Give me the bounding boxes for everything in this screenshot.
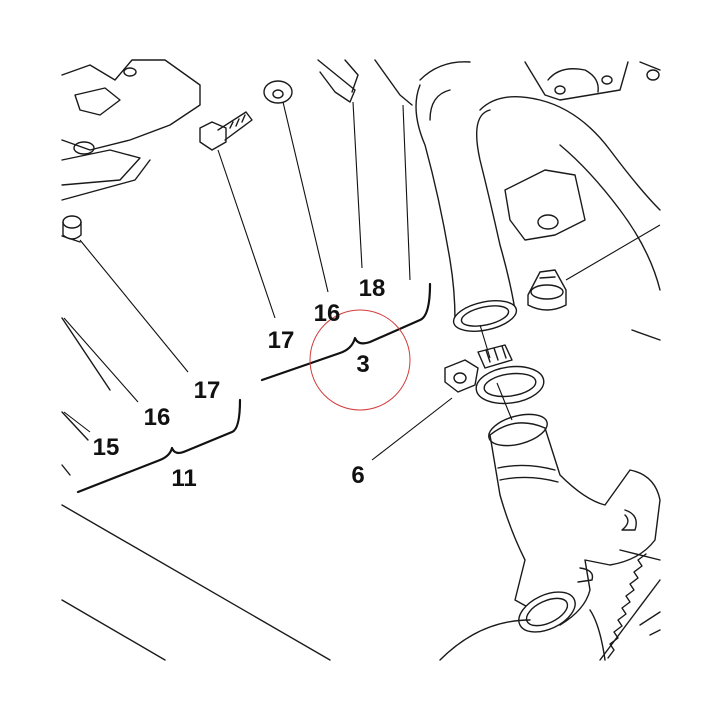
callout-17-left: 17 xyxy=(194,377,221,404)
upper-left-housing-part xyxy=(61,59,201,201)
lower-y-hose-part xyxy=(488,413,661,633)
callout-3: 3 xyxy=(356,351,369,378)
left-bolt-part xyxy=(61,215,82,243)
leader-6 xyxy=(371,397,453,461)
lower-right-housing-part xyxy=(439,549,661,661)
frame-lines-part xyxy=(61,317,331,661)
callout-17-mid: 17 xyxy=(268,327,295,354)
callout-16-left: 16 xyxy=(144,404,171,431)
leader-17-left xyxy=(79,239,189,373)
callout-15: 15 xyxy=(93,434,120,461)
leader-cap xyxy=(565,224,661,281)
callout-6: 6 xyxy=(351,462,364,489)
leader-16-mid xyxy=(282,101,329,293)
engine-block-part xyxy=(317,59,471,121)
hose-clamp-part xyxy=(444,344,545,405)
leader-lines xyxy=(63,101,661,461)
callout-11: 11 xyxy=(171,465,196,492)
leader-clamp-top xyxy=(479,324,491,359)
callout-16-mid: 16 xyxy=(314,300,341,327)
callout-18: 18 xyxy=(359,275,386,302)
highlight-circle xyxy=(309,309,411,411)
leader-15 xyxy=(63,411,91,433)
right-manifold-part xyxy=(479,95,661,341)
brace-group-3 xyxy=(260,282,432,382)
leader-17-mid xyxy=(217,149,276,319)
rubber-cap-part xyxy=(527,269,567,311)
brace-group-11 xyxy=(76,398,242,494)
upper-hose-pipe-part xyxy=(415,84,518,332)
top-right-flange-part xyxy=(524,61,661,101)
middle-washer-part xyxy=(263,80,293,104)
leader-18-left xyxy=(352,101,363,269)
middle-bolt-part xyxy=(199,111,253,151)
leader-16-left xyxy=(63,317,139,403)
leader-18-right xyxy=(402,104,411,281)
leader-hose xyxy=(496,382,513,421)
